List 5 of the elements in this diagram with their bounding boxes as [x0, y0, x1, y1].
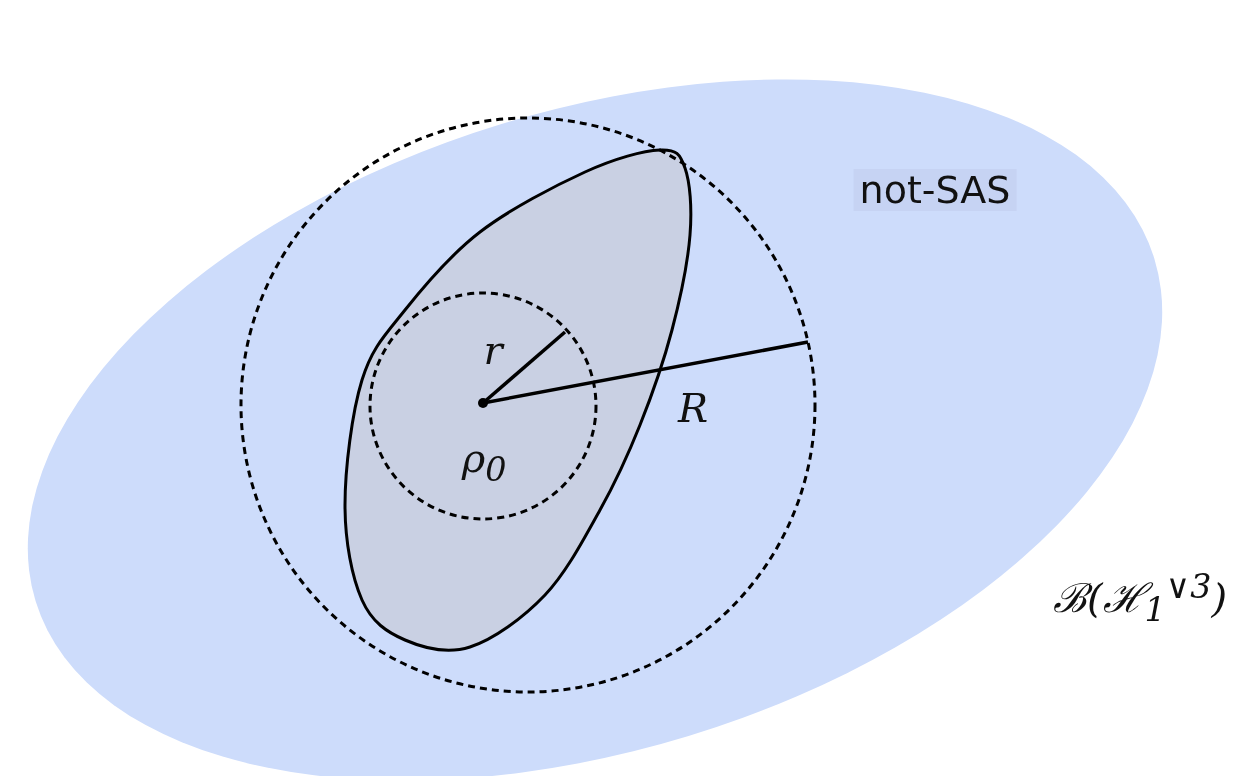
- space-label: ℬ(ℋ$_{1}$$^{∨3}$): [1053, 569, 1227, 627]
- radius-label: r: [483, 330, 503, 370]
- state-label: ρ$_{0}$: [461, 437, 507, 487]
- region-label: not-SAS: [853, 169, 1017, 211]
- radius-label: R: [677, 388, 709, 428]
